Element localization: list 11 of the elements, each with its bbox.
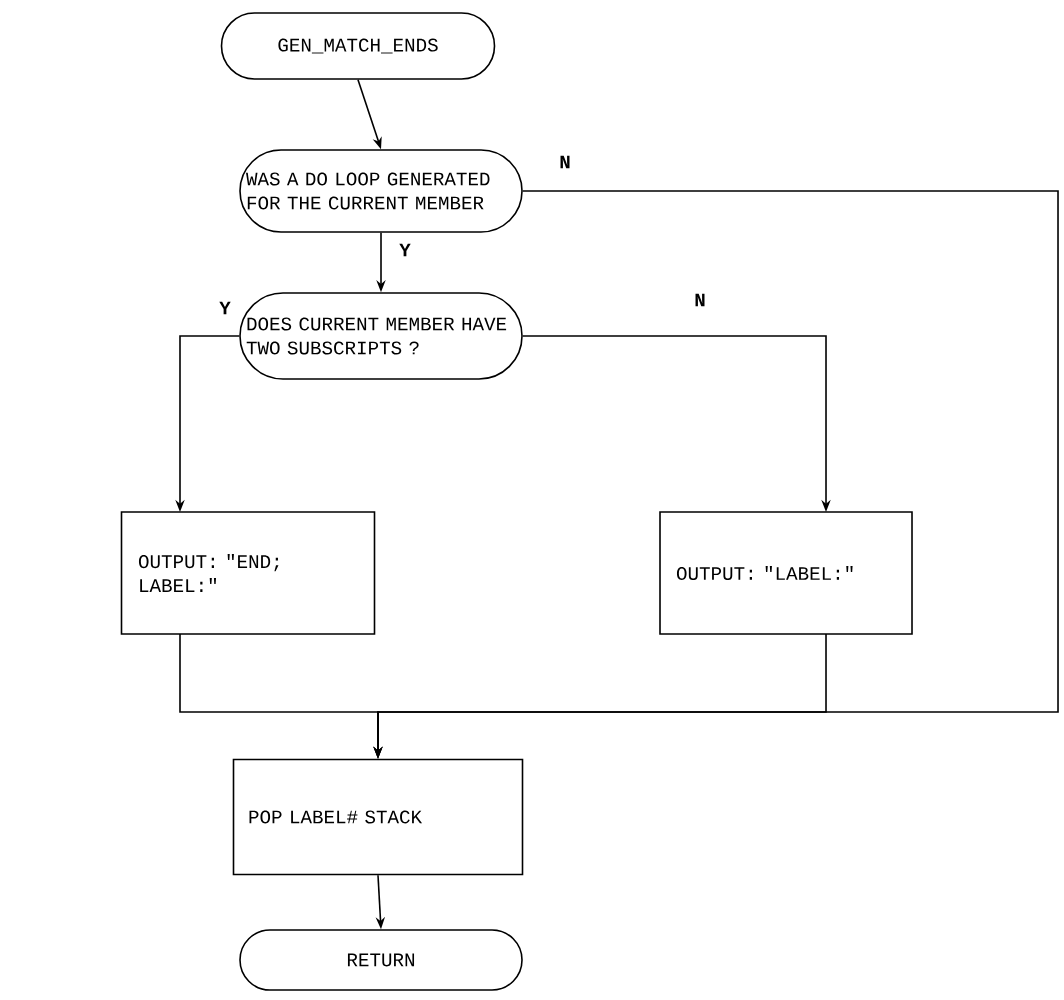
edge-label: Y <box>397 242 413 258</box>
terminal-box: GEN_MATCH_ENDS <box>220 12 496 80</box>
edge-label: N <box>692 292 708 308</box>
terminal-box: RETURN <box>239 929 523 991</box>
edge-label: Y <box>217 300 233 316</box>
process-box: POP LABEL# STACK <box>232 758 524 876</box>
process-box: OUTPUT: "END; LABEL:" <box>120 511 376 635</box>
decision-box: DOES CURRENT MEMBER HAVE TWO SUBSCRIPTS ? <box>239 292 523 380</box>
process-box: OUTPUT: "LABEL:" <box>659 511 913 635</box>
edge-label: N <box>557 154 573 170</box>
decision-box: WAS A DO LOOP GENERATED FOR THE CURRENT MEMBER <box>239 149 523 233</box>
